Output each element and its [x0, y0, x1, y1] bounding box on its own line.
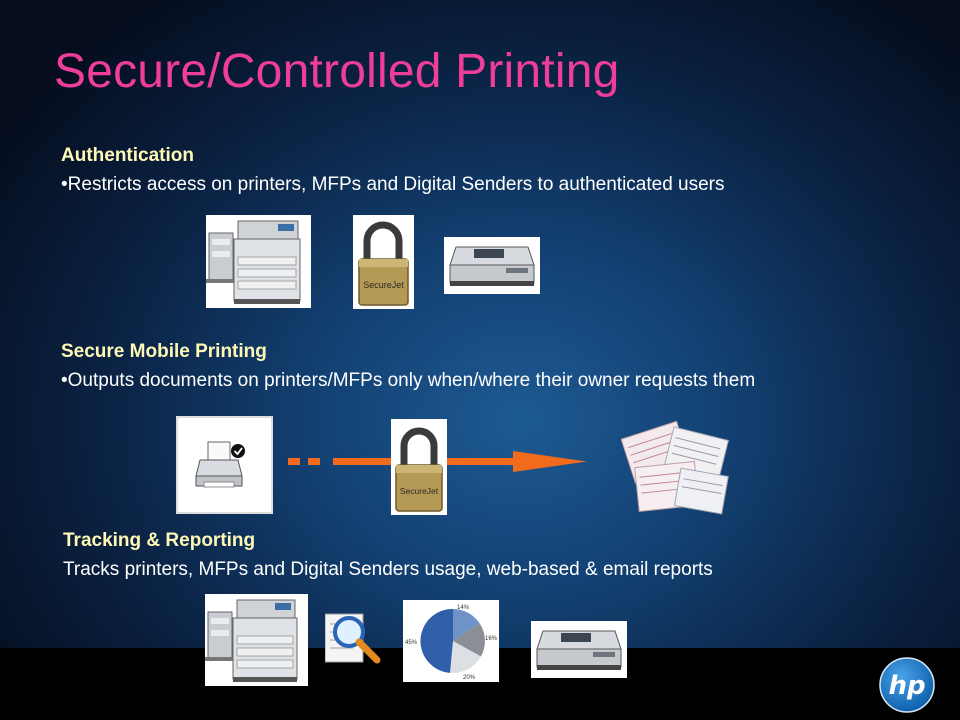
printed-documents-image [621, 420, 729, 515]
tracking-reporting-text: Tracks printers, MFPs and Digital Sender… [63, 559, 713, 580]
hp-logo: hp [879, 657, 935, 713]
magnifier-icon [325, 613, 381, 664]
digital-sender-image [531, 621, 627, 678]
network-printer-icon [176, 416, 273, 514]
pie-chart-image: 14% 16% 20% 45% [403, 600, 499, 682]
authentication-text: •Restricts access on printers, MFPs and … [61, 174, 725, 195]
tracking-reporting-heading: Tracking & Reporting [63, 530, 256, 551]
authentication-heading: Authentication [61, 145, 194, 166]
pie-label: 14% [457, 605, 470, 611]
padlock-image: SecureJet [391, 419, 447, 515]
pie-label: 20% [463, 675, 476, 681]
mfp-printer-image [206, 215, 311, 308]
lock-label: SecureJet [363, 280, 404, 290]
lock-label: SecureJet [400, 486, 439, 496]
secure-mobile-printing-text: •Outputs documents on printers/MFPs only… [61, 370, 756, 391]
slide-title: Secure/Controlled Printing [54, 45, 620, 98]
padlock-image: SecureJet [353, 215, 414, 309]
hp-logo-text: hp [888, 671, 925, 701]
mfp-printer-image [205, 594, 308, 686]
pie-label: 16% [485, 636, 498, 642]
pie-label: 45% [405, 640, 418, 646]
secure-mobile-printing-heading: Secure Mobile Printing [61, 341, 267, 362]
digital-sender-image [444, 237, 540, 294]
